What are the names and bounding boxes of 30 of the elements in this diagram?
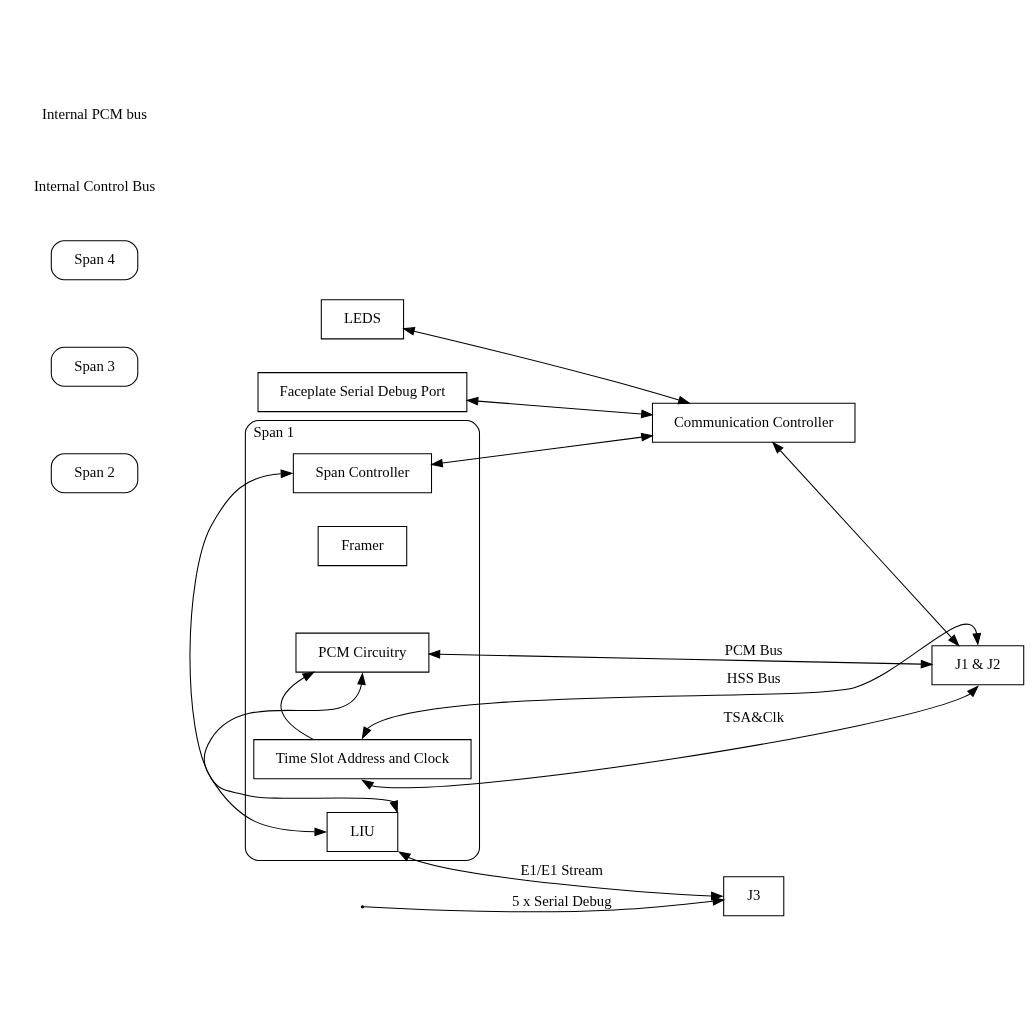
node-box: Span 3 [50,346,139,387]
node-box: Communication Controller [651,402,856,443]
node-box: PCM Circuitry [295,632,430,673]
arrow [771,440,960,647]
node-box: Span 2 [50,452,139,493]
label: Internal PCM bus [42,105,147,122]
node-box: Framer [317,525,408,566]
arrow [280,670,315,740]
node-box: Span 4 [50,239,139,280]
arrow [427,649,934,669]
node-box: LIU [326,811,399,852]
node-box: Span Controller [292,452,433,493]
edge-label: 5 x Serial Debug [512,892,612,909]
node-box: Faceplate Serial Debug Port [257,371,468,412]
arrow [402,326,691,404]
arrow [203,671,398,813]
edge-label: PCM Bus [724,641,783,658]
node-box: Time Slot Address and Clock [253,738,472,779]
node-box: LEDS [320,298,405,339]
arrow [361,684,979,790]
label: Internal Control Bus [33,177,156,194]
arrow [465,396,654,418]
arrow [189,468,328,836]
arrow [430,432,654,467]
arrow [361,623,982,739]
node-box: J1 & J2 [931,644,1025,685]
edge-label: HSS Bus [726,669,781,686]
edge-label: E1/E1 Stream [520,861,603,878]
node-box: J3 [723,875,785,916]
edge-label: TSA&Clk [723,708,785,725]
